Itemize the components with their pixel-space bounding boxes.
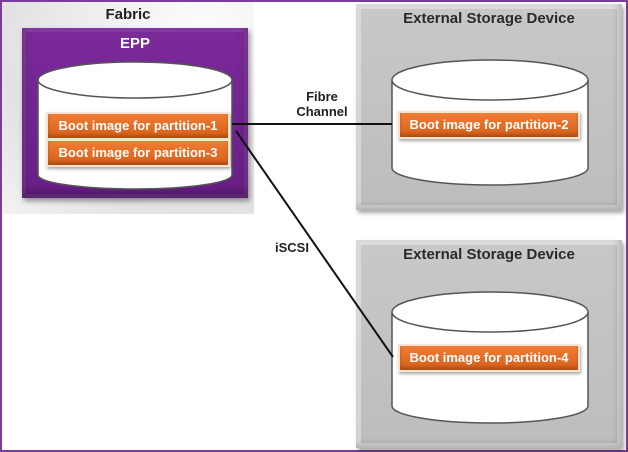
fibre-channel-label-line2: Channel [296, 104, 348, 119]
boot-image-partition-2: Boot image for partition-2 [398, 111, 580, 139]
fabric-label: Fabric [105, 6, 151, 23]
external-storage-label-1: External Storage Device [403, 10, 575, 27]
fibre-channel-label: Fibre Channel [290, 89, 354, 119]
iscsi-link [235, 130, 394, 358]
boot-image-partition-3: Boot image for partition-3 [46, 139, 230, 167]
epp-label: EPP [119, 35, 150, 52]
boot-image-partition-4: Boot image for partition-4 [398, 344, 580, 372]
boot-image-partition-1: Boot image for partition-1 [46, 112, 230, 140]
external-storage-label-2: External Storage Device [403, 246, 575, 263]
iscsi-label: iSCSI [275, 240, 309, 255]
fibre-channel-label-line1: Fibre [306, 89, 338, 104]
